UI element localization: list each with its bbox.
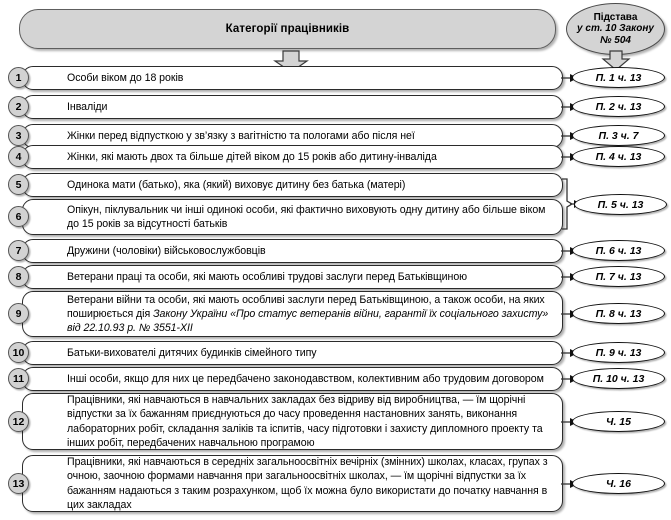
- row-text-13: Працівники, які навчаються в середніх за…: [67, 456, 548, 511]
- row-box-2[interactable]: Інваліди: [22, 95, 563, 119]
- row-box-11[interactable]: Інші особи, якщо для них це передбачено …: [22, 367, 563, 391]
- badge-3[interactable]: П. 3 ч. 7: [572, 125, 665, 146]
- row-number-8: 8: [8, 266, 29, 287]
- row-text-2: Інваліди: [67, 100, 108, 113]
- row-box-9[interactable]: Ветерани війни та особи, які мають особл…: [22, 291, 563, 337]
- header-categories-box: Категорії працівників: [19, 9, 556, 49]
- row-box-7[interactable]: Дружини (чоловіки) військовослужбовців: [22, 239, 563, 263]
- badge-11[interactable]: Ч. 15: [572, 411, 665, 432]
- row-number-6: 6: [8, 206, 29, 227]
- badge-1[interactable]: П. 1 ч. 13: [572, 67, 665, 88]
- row-box-13[interactable]: Працівники, які навчаються в середніх за…: [22, 455, 563, 512]
- row-text-6: Опікун, піклувальник чи інші одинокі осо…: [67, 203, 546, 230]
- row-text-9-plain: Ветерани війни та особи, які мають особл…: [67, 293, 545, 320]
- row-box-4[interactable]: Жінки, які мають двох та більше дітей ві…: [22, 145, 563, 169]
- badge-10[interactable]: П. 10 ч. 13: [572, 368, 665, 389]
- row-number-10: 10: [8, 342, 29, 363]
- row-box-6[interactable]: Опікун, піклувальник чи інші одинокі осо…: [22, 199, 563, 235]
- row-box-1[interactable]: Особи віком до 18 років: [22, 66, 563, 90]
- basis-line-3: № 504: [600, 34, 631, 46]
- row-text-12: Працівники, які навчаються в навчальних …: [67, 394, 543, 449]
- row-number-1: 1: [8, 67, 29, 88]
- row-number-11: 11: [8, 368, 29, 389]
- row-text-11: Інші особи, якщо для них це передбачено …: [67, 372, 544, 385]
- row-number-7: 7: [8, 240, 29, 261]
- row-number-9: 9: [8, 303, 29, 324]
- row-box-8[interactable]: Ветерани праці та особи, які мають особл…: [22, 265, 563, 289]
- row-number-13: 13: [8, 473, 29, 494]
- row-box-5[interactable]: Одинока мати (батько), яка (який) вихову…: [22, 173, 563, 197]
- row-number-4: 4: [8, 146, 29, 167]
- badge-9[interactable]: П. 9 ч. 13: [572, 342, 665, 363]
- row-text-9-law-italic: Закону України «Про статус ветеранів вій…: [67, 307, 549, 335]
- row-text-4: Жінки, які мають двох та більше дітей ві…: [67, 150, 437, 163]
- page-title: Категорії працівників: [225, 23, 350, 35]
- basis-line-2: у ст. 10 Закону: [577, 23, 654, 35]
- badge-2[interactable]: П. 2 ч. 13: [572, 96, 665, 117]
- row-text-1: Особи віком до 18 років: [67, 71, 184, 84]
- row-text-8: Ветерани праці та особи, які мають особл…: [67, 270, 468, 283]
- row-box-10[interactable]: Батьки-вихователі дитячих будинків сімей…: [22, 341, 563, 365]
- row-number-2: 2: [8, 96, 29, 117]
- basis-line-1: Підстава: [593, 11, 638, 23]
- row-text-7: Дружини (чоловіки) військовослужбовців: [67, 244, 266, 257]
- row-text-5: Одинока мати (батько), яка (який) вихову…: [67, 178, 406, 191]
- badge-8[interactable]: П. 8 ч. 13: [572, 303, 665, 324]
- row-text-9: Ветерани війни та особи, які мають особл…: [67, 293, 554, 335]
- badge-7[interactable]: П. 7 ч. 13: [572, 266, 665, 287]
- row-text-3: Жінки перед відпусткою у зв’язку з вагіт…: [67, 129, 415, 142]
- badge-4[interactable]: П. 4 ч. 13: [572, 146, 665, 167]
- row-text-10: Батьки-вихователі дитячих будинків сімей…: [67, 346, 317, 359]
- row-number-3: 3: [8, 125, 29, 146]
- header-basis-ellipse: Підстава у ст. 10 Закону № 504: [566, 3, 665, 55]
- row-box-12[interactable]: Працівники, які навчаються в навчальних …: [22, 393, 563, 450]
- row-number-12: 12: [8, 411, 29, 432]
- badge-5[interactable]: П. 5 ч. 13: [574, 194, 667, 215]
- badge-12[interactable]: Ч. 16: [572, 473, 665, 494]
- row-number-5: 5: [8, 174, 29, 195]
- badge-6[interactable]: П. 6 ч. 13: [572, 240, 665, 261]
